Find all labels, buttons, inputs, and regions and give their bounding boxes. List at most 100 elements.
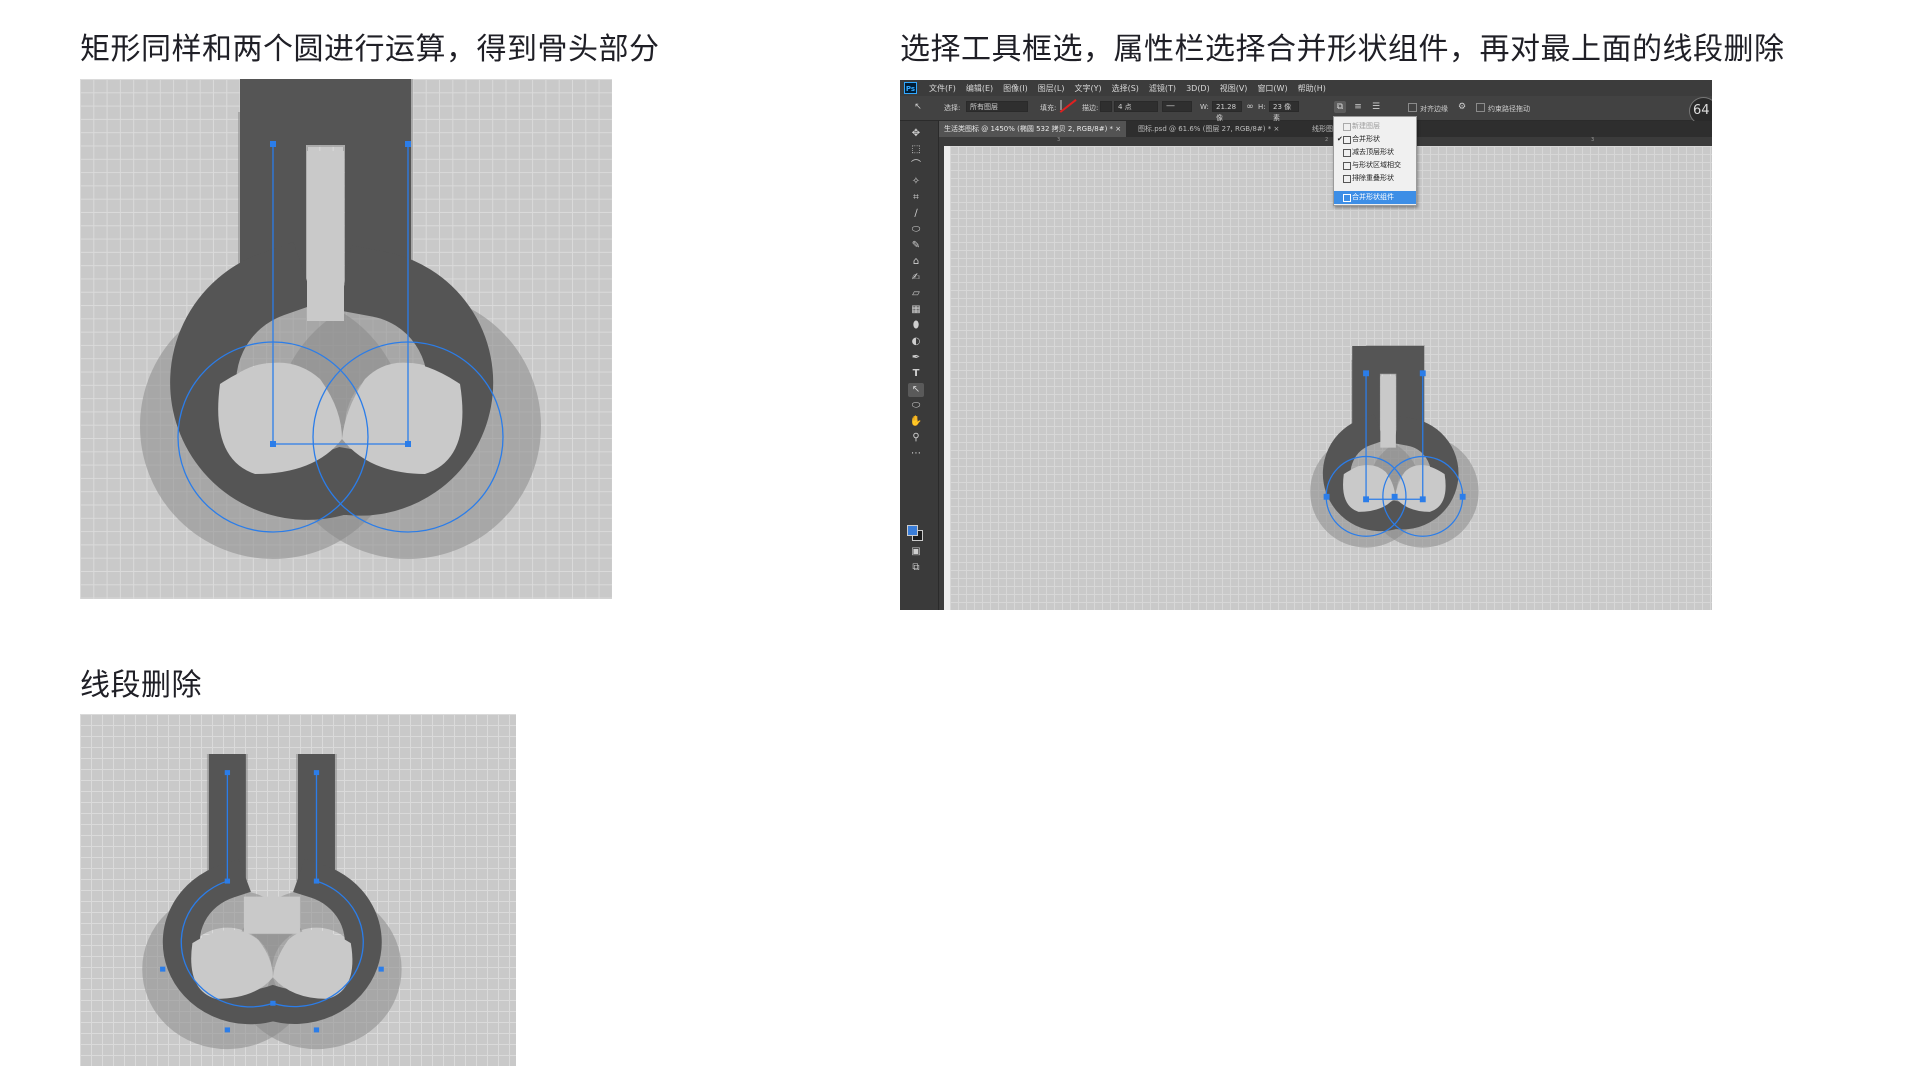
- menu-item-new-layer-label: 新建图层: [1352, 122, 1380, 130]
- step2-caption: 选择工具框选，属性栏选择合并形状组件，再对最上面的线段删除: [900, 32, 1785, 67]
- menu-select[interactable]: 选择(S): [1111, 83, 1139, 93]
- menu-view[interactable]: 视图(V): [1219, 83, 1248, 93]
- segment-deleted-illustration: [142, 754, 402, 1050]
- eyedropper-tool-icon[interactable]: ∕: [914, 208, 918, 219]
- hand-tool-icon[interactable]: ✋: [909, 416, 923, 427]
- path-operations-icon[interactable]: ⧉: [1334, 101, 1346, 113]
- path-selection-tool-icon[interactable]: ↖: [914, 102, 922, 112]
- bone-shape-panel: [80, 79, 612, 599]
- align-edges-checkbox-box[interactable]: [1408, 103, 1417, 112]
- menu-item-merge-shape-components[interactable]: 合并形状组件: [1334, 191, 1416, 204]
- tab-document-1-label: 生活类图标 @ 1450% (椭圆 532 拷贝 2, RGB/8#) *: [944, 125, 1114, 133]
- stroke-width-field[interactable]: 4 点: [1114, 101, 1158, 112]
- blur-tool-icon[interactable]: ⬮: [912, 320, 920, 331]
- healing-brush-tool-icon[interactable]: ⬭: [911, 224, 921, 235]
- ellipse-tool-icon[interactable]: ⬭: [911, 400, 921, 411]
- magic-wand-tool-icon[interactable]: ✧: [911, 176, 921, 187]
- document-canvas[interactable]: [944, 146, 1712, 610]
- menu-item-new-layer[interactable]: 新建图层: [1334, 120, 1416, 133]
- gear-icon[interactable]: ⚙: [1457, 102, 1467, 112]
- constrain-path-checkbox-box[interactable]: [1476, 103, 1485, 112]
- menu-item-exclude-overlapping[interactable]: 排除重叠形状: [1334, 172, 1416, 185]
- align-edges-label: 对齐边缘: [1420, 105, 1448, 113]
- menu-layer[interactable]: 图层(L): [1037, 83, 1065, 93]
- stroke-type-dropdown[interactable]: —: [1162, 101, 1192, 112]
- fill-label: 填充:: [1040, 104, 1057, 112]
- path-selection-tool-icon[interactable]: ↖: [908, 383, 924, 397]
- foreground-color-swatch[interactable]: [907, 525, 918, 536]
- canvas-bone-shape: [1310, 345, 1479, 548]
- photoshop-logo-icon: Ps: [904, 82, 917, 94]
- link-icon[interactable]: ∞: [1246, 102, 1254, 112]
- quick-mask-icon[interactable]: ▣: [911, 546, 921, 557]
- menu-type[interactable]: 文字(Y): [1074, 83, 1102, 93]
- bone-shape-illustration: [140, 79, 541, 559]
- menu-item-intersect-shape-areas[interactable]: 与形状区域相交: [1334, 159, 1416, 172]
- ruler-number: 3: [1591, 137, 1595, 143]
- photoshop-window: Ps 文件(F) 编辑(E) 图像(I) 图层(L) 文字(Y) 选择(S) 滤…: [900, 80, 1712, 610]
- lasso-tool-icon[interactable]: ⌒: [911, 160, 921, 171]
- brush-tool-icon[interactable]: ✎: [911, 240, 921, 251]
- subtract-front-shape-icon: [1343, 149, 1351, 157]
- menu-item-intersect-shape-areas-label: 与形状区域相交: [1352, 161, 1401, 169]
- width-field[interactable]: 21.28 像: [1212, 101, 1242, 122]
- new-layer-icon: [1343, 123, 1351, 131]
- constrain-path-label: 约束路径拖动: [1488, 105, 1530, 113]
- crop-tool-icon[interactable]: ⌗: [913, 192, 919, 203]
- type-tool-icon[interactable]: T: [912, 368, 920, 379]
- segment-deleted-panel: [80, 714, 516, 1066]
- path-arrangement-icon[interactable]: ☰: [1371, 102, 1381, 112]
- select-layers-dropdown[interactable]: 所有图层: [966, 101, 1028, 112]
- screen-mode-icon[interactable]: ⧉: [912, 562, 920, 573]
- height-field[interactable]: 23 像素: [1269, 101, 1299, 122]
- width-label: W:: [1200, 103, 1209, 111]
- checkmark-icon: ✔: [1337, 135, 1343, 143]
- menu-image[interactable]: 图像(I): [1003, 83, 1028, 93]
- zoom-badge: 64: [1689, 97, 1712, 125]
- history-brush-tool-icon[interactable]: ✍: [911, 272, 921, 283]
- merge-shape-components-icon: [1343, 194, 1351, 202]
- path-operations-menu: 新建图层 ✔ 合并形状 减去顶层形状 与形状区域相交 排除重叠形状 合并形状组件: [1333, 116, 1417, 206]
- menu-item-combine-shapes-label: 合并形状: [1352, 135, 1380, 143]
- align-edges-checkbox[interactable]: 对齐边缘: [1408, 103, 1448, 114]
- tab-document-2-label: 图标.psd @ 61.6% (图层 27, RGB/8#) *: [1138, 125, 1272, 133]
- pen-tool-icon[interactable]: ✒: [911, 352, 921, 363]
- exclude-overlapping-icon: [1343, 175, 1351, 183]
- fill-swatch[interactable]: [1060, 100, 1062, 110]
- constrain-path-checkbox[interactable]: 约束路径拖动: [1476, 103, 1530, 114]
- gradient-tool-icon[interactable]: ▦: [911, 304, 921, 315]
- document-tabs: 生活类图标 @ 1450% (椭圆 532 拷贝 2, RGB/8#) * × …: [939, 121, 1712, 137]
- combine-shapes-icon: [1343, 136, 1351, 144]
- marquee-tool-icon[interactable]: ⬚: [911, 144, 921, 155]
- menu-help[interactable]: 帮助(H): [1297, 83, 1326, 93]
- zoom-tool-icon[interactable]: ⚲: [912, 432, 920, 443]
- step1-caption: 矩形同样和两个圆进行运算，得到骨头部分: [80, 32, 660, 67]
- clone-stamp-tool-icon[interactable]: ⌂: [912, 256, 920, 267]
- more-tools-icon[interactable]: ⋯: [911, 448, 921, 459]
- options-bar: ↖ 选择: 所有图层 填充: 描边: 4 点 — W: 21.28 像 ∞ H:…: [900, 96, 1712, 125]
- stroke-label: 描边:: [1082, 104, 1099, 112]
- menu-window[interactable]: 窗口(W): [1257, 83, 1288, 93]
- height-label: H:: [1258, 103, 1266, 111]
- tools-panel: ✥ ⬚ ⌒ ✧ ⌗ ∕ ⬭ ✎ ⌂ ✍ ▱ ▦ ⬮ ◐ ✒ T ↖ ⬭ ✋ ⚲ …: [900, 121, 939, 610]
- menu-item-subtract-front-shape[interactable]: 减去顶层形状: [1334, 146, 1416, 159]
- ruler-number: 2: [1325, 137, 1329, 143]
- dodge-tool-icon[interactable]: ◐: [911, 336, 921, 347]
- stroke-swatch[interactable]: [1100, 101, 1112, 112]
- menu-item-merge-shape-components-label: 合并形状组件: [1352, 193, 1394, 201]
- ruler-number: 3: [1057, 137, 1061, 143]
- select-label: 选择:: [944, 104, 961, 112]
- menu-edit[interactable]: 编辑(E): [965, 83, 994, 93]
- menu-file[interactable]: 文件(F): [929, 83, 956, 93]
- tab-document-2[interactable]: 图标.psd @ 61.6% (图层 27, RGB/8#) * ×: [1138, 125, 1280, 133]
- menu-filter[interactable]: 滤镜(T): [1148, 83, 1177, 93]
- menu-item-subtract-front-shape-label: 减去顶层形状: [1352, 148, 1394, 156]
- step3-caption: 线段删除: [80, 668, 202, 703]
- menu-item-combine-shapes[interactable]: ✔ 合并形状: [1334, 133, 1416, 146]
- move-tool-icon[interactable]: ✥: [911, 128, 921, 139]
- menu-bar: Ps 文件(F) 编辑(E) 图像(I) 图层(L) 文字(Y) 选择(S) 滤…: [900, 80, 1712, 96]
- path-alignment-icon[interactable]: ≡: [1354, 102, 1362, 112]
- tab-document-1[interactable]: 生活类图标 @ 1450% (椭圆 532 拷贝 2, RGB/8#) * ×: [939, 121, 1127, 137]
- menu-3d[interactable]: 3D(D): [1186, 83, 1210, 93]
- eraser-tool-icon[interactable]: ▱: [912, 288, 920, 299]
